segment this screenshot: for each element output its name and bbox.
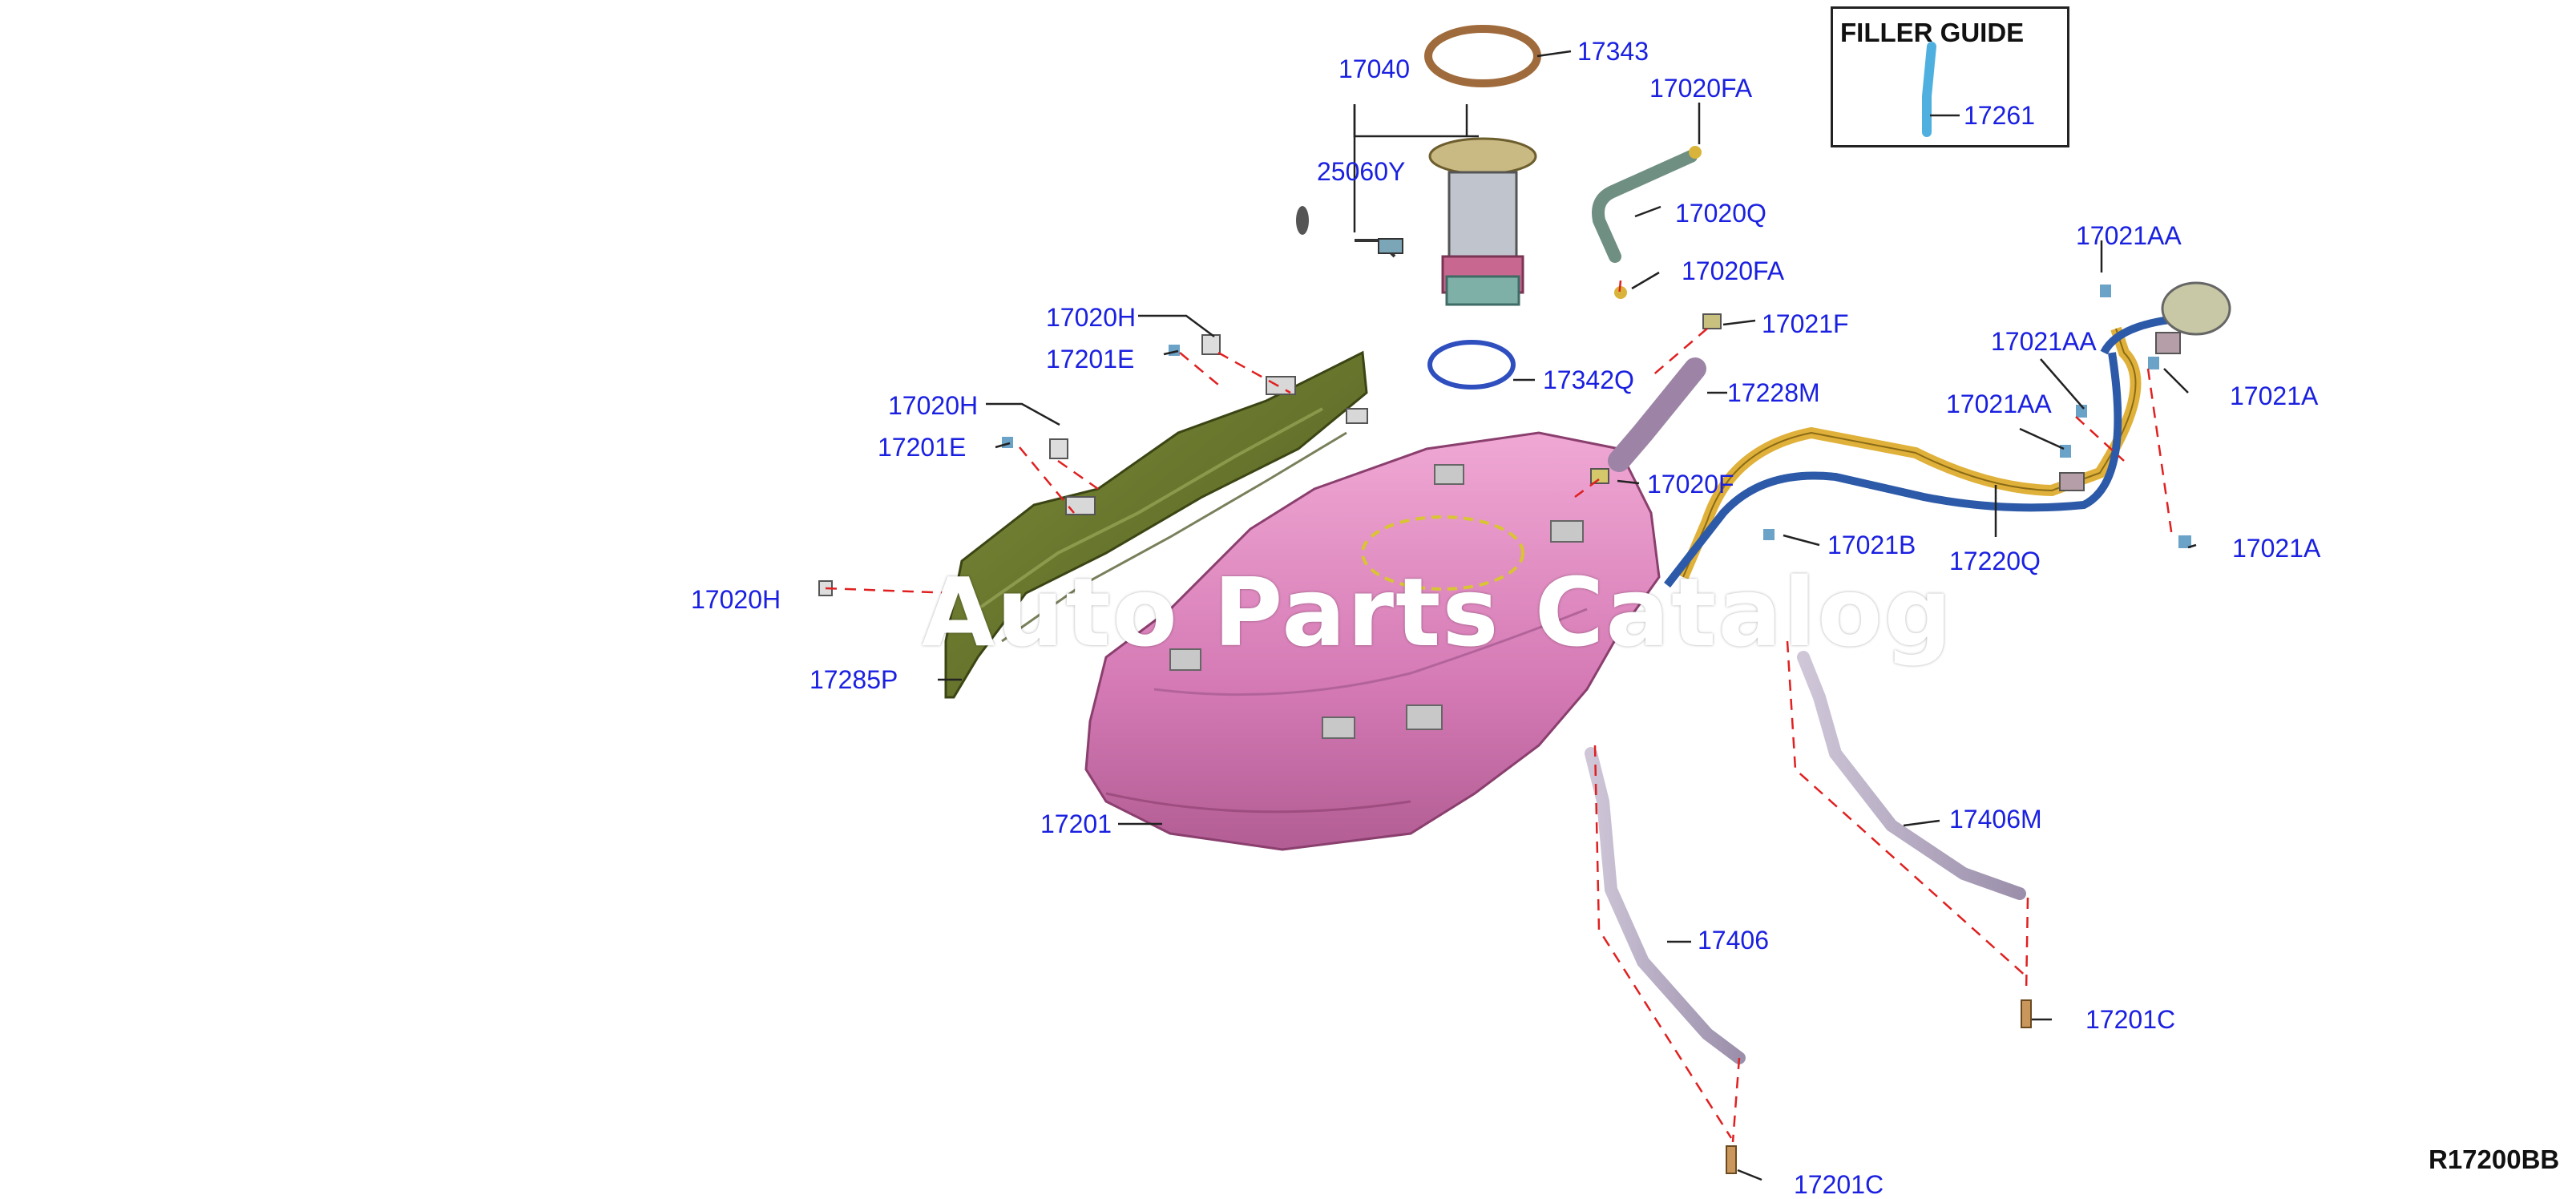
- part-label-17021F[interactable]: 17021F: [1762, 309, 1849, 338]
- part-label-17021AA-2[interactable]: 17021AA: [1991, 327, 2097, 356]
- clip-17020H-1[interactable]: [1201, 334, 1221, 355]
- part-label-17342Q[interactable]: 17342Q: [1543, 365, 1634, 394]
- clip-17201E-1[interactable]: [1169, 345, 1180, 356]
- part-label-17201C-2[interactable]: 17201C: [1794, 1170, 1884, 1199]
- part-label-17343[interactable]: 17343: [1577, 37, 1649, 66]
- part-label-17020F[interactable]: 17020F: [1647, 470, 1734, 499]
- strap-bolt-1[interactable]: [1726, 1145, 1737, 1174]
- strap-bolt-2[interactable]: [2021, 999, 2032, 1028]
- bolt-17021A-2[interactable]: [2178, 535, 2191, 548]
- heat-shield[interactable]: [944, 350, 1368, 699]
- clip-17020H-2[interactable]: [1049, 438, 1068, 459]
- part-label-17201[interactable]: 17201: [1040, 809, 1112, 838]
- part-label-25060Y[interactable]: 25060Y: [1317, 157, 1406, 186]
- seal-ring[interactable]: [1427, 340, 1516, 390]
- part-label-17020H-3[interactable]: 17020H: [691, 585, 781, 614]
- locking-ring[interactable]: [1424, 25, 1541, 87]
- part-label-17285P[interactable]: 17285P: [810, 665, 898, 694]
- diagram-code: R17200BB: [2429, 1144, 2560, 1174]
- part-label-17261[interactable]: 17261: [1964, 101, 2035, 130]
- fuel-pump-assembly[interactable]: [1296, 137, 1537, 306]
- part-label-17201E-2[interactable]: 17201E: [878, 433, 967, 462]
- vent-hose[interactable]: [1592, 150, 1698, 263]
- hose-clamp-bottom[interactable]: [1614, 286, 1627, 299]
- part-label-17406[interactable]: 17406: [1698, 926, 1769, 955]
- hose-clamp-17021F[interactable]: [1702, 313, 1722, 329]
- part-label-17406M[interactable]: 17406M: [1949, 805, 2042, 834]
- bolt-17021A-1[interactable]: [2148, 357, 2159, 369]
- hose-clamp-17020F[interactable]: [1590, 468, 1609, 484]
- bolt-17021B[interactable]: [1763, 529, 1775, 540]
- part-label-17201C-1[interactable]: 17201C: [2085, 1005, 2176, 1034]
- clip-17201E-2[interactable]: [1002, 437, 1013, 448]
- filler-guide-title: FILLER GUIDE: [1840, 18, 2025, 47]
- part-label-17021A-1[interactable]: 17021A: [2230, 382, 2319, 410]
- part-label-17021AA-1[interactable]: 17021AA: [2076, 221, 2182, 250]
- filler-hose[interactable]: [1608, 357, 1706, 472]
- part-label-17020FA-bottom[interactable]: 17020FA: [1682, 256, 1785, 285]
- part-label-17040[interactable]: 17040: [1338, 54, 1410, 83]
- hose-clamp-top[interactable]: [1689, 146, 1702, 159]
- part-label-17228M[interactable]: 17228M: [1727, 378, 1820, 407]
- part-label-17220Q[interactable]: 17220Q: [1949, 547, 2041, 575]
- part-label-17020H-2[interactable]: 17020H: [888, 391, 979, 420]
- part-label-17021B[interactable]: 17021B: [1827, 531, 1916, 559]
- leader-lines: [938, 50, 2197, 1181]
- part-label-17201E-1[interactable]: 17201E: [1046, 345, 1135, 373]
- tank-strap-17406M[interactable]: [1797, 651, 2026, 900]
- part-label-17021A-2[interactable]: 17021A: [2232, 534, 2321, 563]
- alignment-lines: [825, 280, 2174, 1143]
- tank-strap-17406[interactable]: [1585, 747, 1746, 1064]
- part-label-17021AA-3[interactable]: 17021AA: [1946, 390, 2052, 418]
- fuel-filler-tube[interactable]: [1664, 281, 2231, 588]
- watermark: Auto Parts Catalog: [922, 557, 1953, 668]
- filler-guide-tube[interactable]: [1922, 42, 1936, 137]
- part-label-17020FA-top[interactable]: 17020FA: [1649, 74, 1753, 103]
- filler-guide-box: [1831, 6, 2069, 147]
- bolt-17021AA-1[interactable]: [2100, 285, 2111, 297]
- part-label-17020Q[interactable]: 17020Q: [1675, 199, 1766, 228]
- part-label-17020H-1[interactable]: 17020H: [1046, 303, 1137, 332]
- fuel-tank[interactable]: [1084, 431, 1661, 851]
